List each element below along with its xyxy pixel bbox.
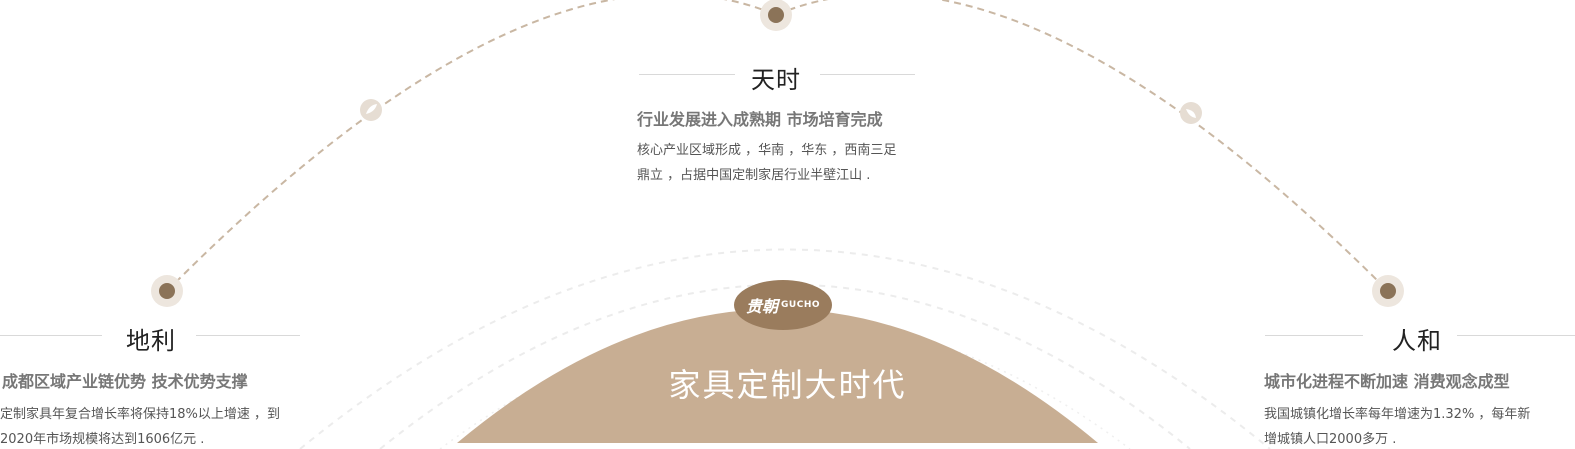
renhe-desc-line1: 我国城镇化增长率每年增速为1.32% ，每年新 <box>1264 407 1531 422</box>
tianshi-description: 核心产业区域形成 ，华南 ，华东 ，西南三足 鼎立 ，占据中国定制家居行业半壁江… <box>637 138 957 188</box>
tianshi-desc-line2: 鼎立 ，占据中国定制家居行业半壁江山 . <box>637 168 871 183</box>
leaf-icon <box>1180 102 1202 124</box>
leaf-icon <box>360 99 382 121</box>
renhe-subtitle: 城市化进程不断加速 消费观念成型 <box>1264 372 1510 391</box>
renhe-title: 人和 <box>1392 327 1442 355</box>
renhe-desc-line2: 增城镇人口2000多万 . <box>1264 432 1397 447</box>
tianshi-title: 天时 <box>751 66 801 94</box>
tianshi-desc-line1: 核心产业区域形成 ，华南 ，华东 ，西南三足 <box>637 143 897 158</box>
center-dome <box>457 309 1098 443</box>
node-top <box>760 0 792 31</box>
main-dashed-arc <box>166 0 1389 292</box>
dili-line-right <box>196 335 300 336</box>
dili-line-left <box>0 335 102 336</box>
renhe-line-right <box>1457 335 1575 336</box>
tianshi-line-left <box>639 74 735 75</box>
dili-title: 地利 <box>126 327 176 355</box>
renhe-line-left <box>1265 335 1363 336</box>
tianshi-line-right <box>820 74 915 75</box>
brand-logo: 贵朝 GUCHO <box>734 280 832 330</box>
dili-desc-line1: 定制家具年复合增长率将保持18%以上增速 ，到 <box>0 407 281 422</box>
tianshi-subtitle: 行业发展进入成熟期 市场培育完成 <box>637 110 883 129</box>
dili-desc-line2: 2020年市场规模将达到1606亿元 . <box>0 432 205 447</box>
dili-description: 定制家具年复合增长率将保持18%以上增速 ，到 2020年市场规模将达到1606… <box>0 402 320 449</box>
renhe-description: 我国城镇化增长率每年增速为1.32% ，每年新 增城镇人口2000多万 . <box>1264 402 1575 449</box>
logo-english-text: GUCHO <box>781 300 820 310</box>
node-right <box>1372 275 1404 307</box>
center-title: 家具定制大时代 <box>668 366 907 404</box>
node-left <box>151 275 183 307</box>
logo-chinese-text: 贵朝 <box>746 297 779 316</box>
dili-subtitle: 成都区域产业链优势 技术优势支撑 <box>2 372 248 391</box>
